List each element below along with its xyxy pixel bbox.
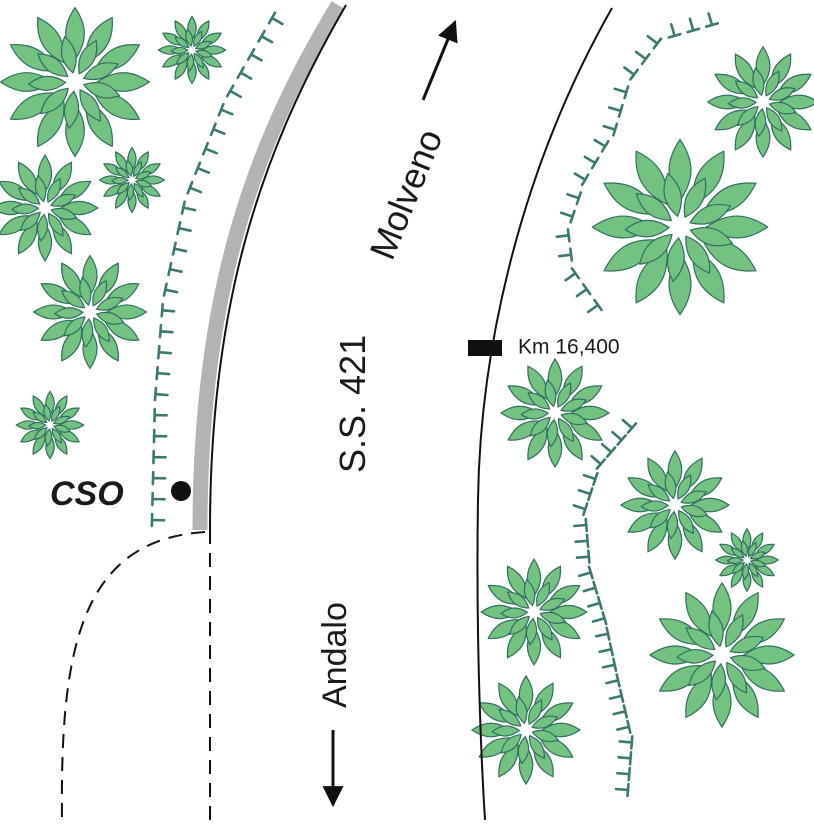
slope-tick xyxy=(162,282,179,297)
slope-tick xyxy=(587,595,603,610)
slope-tick xyxy=(594,626,611,641)
slope-tick xyxy=(158,323,174,339)
shrub-icon xyxy=(0,154,99,262)
slope-tick xyxy=(176,220,192,236)
slope-tick xyxy=(623,66,639,81)
road-left-edge xyxy=(209,4,347,531)
slope-tick xyxy=(602,122,619,137)
slope-tick xyxy=(160,303,176,318)
slope-tick xyxy=(583,155,600,170)
slope-tick xyxy=(167,261,183,277)
arrow-north-icon xyxy=(421,20,458,101)
slope-tick xyxy=(151,470,167,486)
road-right-edge xyxy=(476,7,613,821)
shrub-icon xyxy=(157,15,227,85)
slope-tick xyxy=(591,611,608,626)
slope-tick xyxy=(600,442,617,458)
cso-point-icon xyxy=(171,481,191,501)
slope-tick xyxy=(150,512,166,528)
slope-tick xyxy=(157,344,173,360)
side-track-dashed xyxy=(60,531,206,821)
slope-tick xyxy=(586,298,603,314)
shrub-icon xyxy=(480,558,588,666)
slope-tick xyxy=(155,365,171,381)
slope-tick xyxy=(598,642,614,657)
slope-tick xyxy=(209,122,226,137)
slope-tick xyxy=(171,241,188,256)
slope-tick xyxy=(194,161,211,176)
slope-tick xyxy=(153,386,169,402)
slope-tick xyxy=(564,267,581,282)
slope-tick xyxy=(566,191,583,206)
shrub-icon xyxy=(499,357,611,469)
slope-tick xyxy=(557,247,574,262)
slope-tick xyxy=(151,491,166,507)
slope-tick xyxy=(590,454,606,470)
slope-tick xyxy=(601,657,618,672)
slope-tick xyxy=(618,735,634,750)
slope-tick xyxy=(646,34,663,50)
slope-tick xyxy=(572,502,589,517)
road-label: S.S. 421 xyxy=(332,335,373,473)
slope-tick xyxy=(577,487,594,502)
cso-label: CSO xyxy=(50,475,124,513)
slope-hachures xyxy=(150,11,720,798)
retaining-wall xyxy=(192,1,345,531)
slope-tick xyxy=(152,428,168,444)
slope-tick xyxy=(217,102,234,117)
shrub-icon xyxy=(15,390,85,460)
slope-tick xyxy=(577,565,594,580)
km-marker-icon xyxy=(468,340,502,356)
shrub-icon xyxy=(619,449,731,561)
slope-tick xyxy=(614,782,630,798)
slope-tick xyxy=(574,533,590,549)
slope-tick xyxy=(616,766,632,782)
shrub-icon xyxy=(591,138,769,316)
shrub-icon xyxy=(0,6,151,158)
slope-tick xyxy=(180,200,197,215)
km-marker-label: Km 16,400 xyxy=(518,336,620,359)
slope-tick xyxy=(236,66,253,80)
slope-tick xyxy=(225,84,242,99)
slope-tick xyxy=(608,688,625,704)
slope-tick xyxy=(621,418,638,434)
direction-north-label: Molveno xyxy=(361,123,450,265)
slope-tick xyxy=(573,172,590,187)
slope-tick xyxy=(617,750,633,766)
shrub-icon xyxy=(32,254,148,370)
shrub-icon xyxy=(706,45,814,159)
slope-tick xyxy=(575,282,592,298)
slope-tick xyxy=(607,103,624,118)
slope-tick xyxy=(611,430,627,446)
direction-south-label: Andalo xyxy=(316,602,354,708)
slope-tick xyxy=(593,138,610,153)
slope-tick xyxy=(559,209,576,224)
slope-tick xyxy=(153,407,168,423)
slope-tick xyxy=(582,471,599,486)
slope-tick xyxy=(704,12,720,28)
shrub-icon xyxy=(470,674,582,786)
slope-tick xyxy=(613,85,630,100)
slope-tick xyxy=(257,29,274,44)
slope-tick xyxy=(572,517,589,533)
slope-tick xyxy=(686,17,701,34)
slope-tick xyxy=(612,704,628,719)
vegetation-layer xyxy=(0,6,814,786)
slope-tick xyxy=(555,228,571,243)
slope-tick xyxy=(615,719,632,735)
slope-tick xyxy=(575,549,591,564)
slope-tick xyxy=(634,50,651,66)
slope-tick xyxy=(582,580,599,595)
slope-tick xyxy=(201,141,218,156)
shrub-icon xyxy=(714,527,780,593)
shrub-icon xyxy=(98,146,166,214)
slope-tick xyxy=(152,449,167,465)
slope-tick xyxy=(605,673,621,688)
shrub-icon xyxy=(648,581,796,729)
slope-tick xyxy=(667,22,682,39)
slope-tick xyxy=(246,47,263,62)
slope-tick xyxy=(267,11,284,26)
slope-tick xyxy=(186,180,203,195)
